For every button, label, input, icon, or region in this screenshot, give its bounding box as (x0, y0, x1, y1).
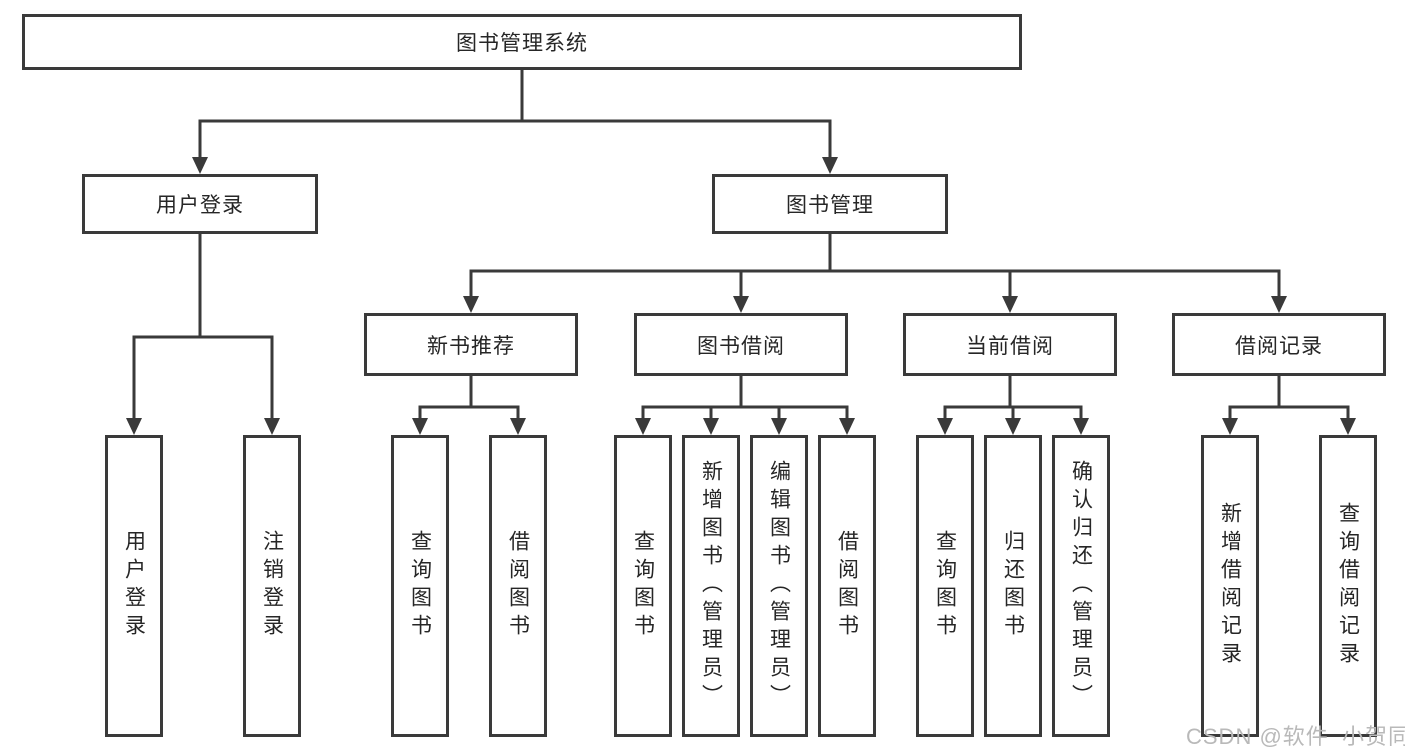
connector-new-book-to-leaves (412, 374, 526, 435)
connector-book-borrow-to-leaves (635, 374, 855, 435)
node-book-management: 图书管理 (712, 174, 948, 234)
node-label: 图书借阅 (697, 334, 785, 358)
connector-current-borrow-to-leaves (937, 374, 1089, 435)
node-new-book-recommend: 新书推荐 (364, 313, 578, 376)
node-current-borrow: 当前借阅 (903, 313, 1117, 376)
leaf-logout: 注销登录 (243, 435, 301, 737)
node-label: 借阅图书 (835, 530, 859, 642)
node-root-library-system: 图书管理系统 (22, 14, 1022, 70)
leaf-query-books-current: 查询图书 (916, 435, 974, 737)
leaf-edit-books-admin: 编辑图书（管理员） (750, 435, 808, 737)
node-label: 编辑图书（管理员） (767, 460, 791, 712)
node-label: 查询图书 (408, 530, 432, 642)
node-label: 查询图书 (933, 530, 957, 642)
node-borrow-records: 借阅记录 (1172, 313, 1386, 376)
node-label: 图书管理 (786, 194, 874, 217)
node-label: 图书管理系统 (456, 32, 588, 55)
node-label: 新增借阅记录 (1218, 502, 1242, 670)
leaf-query-borrow-record: 查询借阅记录 (1319, 435, 1377, 737)
node-label: 借阅图书 (506, 530, 530, 642)
node-book-borrow: 图书借阅 (634, 313, 848, 376)
csdn-watermark: CSDN @软件_小贺同学 (1186, 724, 1405, 747)
leaf-user-login: 用户登录 (105, 435, 163, 737)
node-label: 借阅记录 (1235, 334, 1323, 358)
leaf-add-borrow-record: 新增借阅记录 (1201, 435, 1259, 737)
node-label: 查询图书 (631, 530, 655, 642)
node-label: 确认归还（管理员） (1069, 460, 1093, 712)
leaf-borrow-books-recommend: 借阅图书 (489, 435, 547, 737)
connector-book-mgmt-to-level3 (463, 232, 1287, 313)
node-label: 注销登录 (260, 530, 284, 642)
node-label: 用户登录 (156, 194, 244, 217)
node-label: 用户登录 (122, 530, 146, 642)
node-label: 归还图书 (1001, 530, 1025, 642)
leaf-query-books-recommend: 查询图书 (391, 435, 449, 737)
node-label: 新书推荐 (427, 334, 515, 358)
node-label: 新增图书（管理员） (699, 460, 723, 712)
node-user-login: 用户登录 (82, 174, 318, 234)
leaf-borrow-books: 借阅图书 (818, 435, 876, 737)
leaf-confirm-return-admin: 确认归还（管理员） (1052, 435, 1110, 737)
node-label: 查询借阅记录 (1336, 502, 1360, 670)
leaf-add-books-admin: 新增图书（管理员） (682, 435, 740, 737)
connector-borrow-records-to-leaves (1222, 374, 1356, 435)
leaf-return-books: 归还图书 (984, 435, 1042, 737)
connector-user-login-to-leaves (126, 232, 280, 435)
connector-root-to-level2 (192, 68, 838, 174)
leaf-query-books-borrow: 查询图书 (614, 435, 672, 737)
node-label: 当前借阅 (966, 334, 1054, 358)
